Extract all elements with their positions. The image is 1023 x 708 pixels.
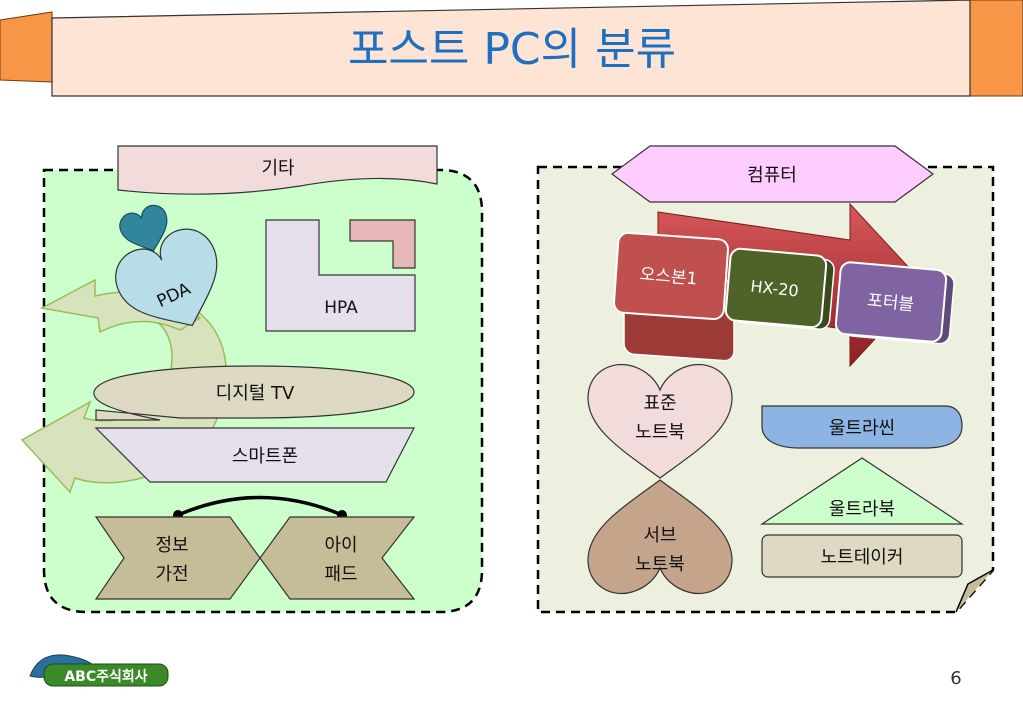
ultrathin-label: 울트라씬 <box>829 418 895 439</box>
hpa-shape <box>265 219 416 332</box>
left-group: 기타 PDA HPA 디지털 TV 스마트폰 정보 가전 아이 패드 <box>20 145 484 614</box>
ipad-label-1: 아이 <box>324 535 357 556</box>
title-banner: 포스트 PC의 분류 <box>0 0 1023 97</box>
ipad-label-2: 패드 <box>324 564 357 585</box>
hx20-block <box>724 247 828 329</box>
digital-tv-shape <box>93 365 415 421</box>
notetaker-shape <box>761 534 963 578</box>
logo-badge <box>43 663 169 687</box>
title-banner-right-fold <box>969 0 1023 97</box>
standard-notebook-label-2: 노트북 <box>635 422 685 443</box>
curved-arrow-upper <box>39 278 202 334</box>
page-number: 6 <box>950 668 961 689</box>
info-appliance-label-2: 가전 <box>155 564 188 585</box>
sub-notebook-label-2: 노트북 <box>635 554 685 575</box>
info-appliance-label-1: 정보 <box>155 535 188 556</box>
title-banner-left-fold <box>0 11 53 83</box>
connector-arc <box>177 495 343 517</box>
left-group-header-shape <box>117 145 438 195</box>
notetaker-label: 노트테이커 <box>821 547 904 568</box>
sub-notebook-heart <box>587 479 733 594</box>
company-logo: ABC주식회사 <box>29 654 169 687</box>
standard-notebook-heart <box>587 364 733 479</box>
hx20-label: HX-20 <box>750 277 800 301</box>
ultrabook-label: 울트라북 <box>829 499 895 520</box>
right-group-header: 컴퓨터 <box>747 165 797 186</box>
portable-block <box>834 261 948 343</box>
osborne-block <box>613 231 729 321</box>
portable-label: 포터블 <box>866 291 915 316</box>
sub-notebook-label-1: 서브 <box>643 525 676 546</box>
smartphone-label: 스마트폰 <box>232 446 298 467</box>
ipad-shape <box>259 516 416 600</box>
hpa-accent-shape <box>349 219 416 269</box>
hpa-label: HPA <box>324 298 358 318</box>
ultrabook-shape <box>760 457 964 525</box>
right-group: 컴퓨터 오스본1 HX-20 포터블 표준 노트북 서브 노트북 울트라씬 울트… <box>536 145 995 614</box>
pda-heart-shape <box>115 228 218 327</box>
page-title: 포스트 PC의 분류 <box>348 24 676 75</box>
logo-text: ABC주식회사 <box>64 669 147 685</box>
small-heart-icon <box>119 204 168 252</box>
digital-tv-label: 디지털 TV <box>216 383 295 404</box>
right-group-header-shape <box>610 145 935 203</box>
info-appliance-shape <box>94 516 261 600</box>
right-group-page-curl <box>955 569 994 613</box>
title-banner-body <box>51 0 971 97</box>
ultrathin-shape <box>761 405 963 449</box>
smartphone-shape <box>94 427 415 483</box>
left-group-header: 기타 <box>261 158 295 179</box>
standard-notebook-label-1: 표준 <box>643 393 676 414</box>
